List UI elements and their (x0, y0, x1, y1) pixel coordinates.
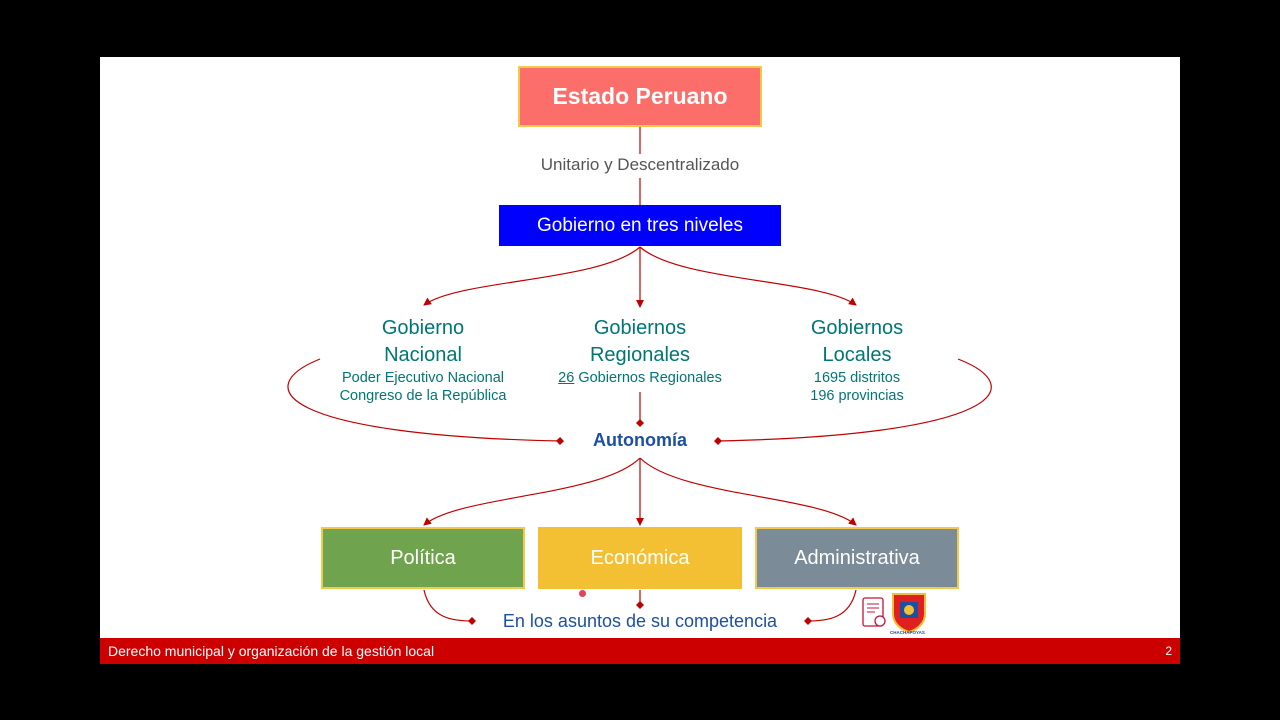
level-name-line2: Regionales (589, 344, 691, 366)
level-gobiernos-regionales: Gobiernos Regionales 26 Gobiernos Region… (520, 315, 760, 387)
level-detail-1: 1695 distritos (813, 370, 901, 386)
level-name-line2: Nacional (384, 344, 462, 366)
arrow-to-politica (423, 457, 641, 526)
scope-node: En los asuntos de su competencia (502, 611, 778, 631)
logo-caption: CHACHAPOYAS (890, 630, 925, 635)
footer-title: Derecho municipal y organización de la g… (108, 643, 435, 659)
level-name-line1: Gobiernos (810, 317, 904, 339)
arc-politica-scope (423, 589, 476, 625)
document-stamp-icon (862, 597, 886, 627)
dimension-politica: Política (321, 527, 525, 589)
arc-administrativa-scope (804, 589, 857, 625)
level-name-line1: Gobiernos (593, 317, 687, 339)
level-gobiernos-locales: Gobiernos Locales 1695 distritos 196 pro… (737, 315, 977, 405)
autonomy-node: Autonomía (593, 430, 687, 450)
level-detail-1: Poder Ejecutivo Nacional (341, 370, 504, 386)
state-characterization: Unitario y Descentralizado (540, 155, 740, 174)
page-number: 2 (1165, 644, 1172, 658)
arrow-to-nacional (423, 246, 641, 306)
level-detail-2: Congreso de la República (339, 388, 507, 404)
level-name-line1: Gobierno (381, 317, 465, 339)
level-detail-2: 196 provincias (810, 388, 904, 404)
laser-pointer-dot (579, 590, 586, 597)
regional-count-text: Gobiernos Regionales (574, 370, 722, 386)
municipal-crest-logo (892, 593, 926, 634)
arrow-to-locales (639, 246, 857, 306)
logos-group (862, 593, 926, 634)
dimension-economica: Económica (538, 527, 742, 589)
level-detail-1: 26 Gobiernos Regionales (520, 369, 760, 387)
regional-count-link[interactable]: 26 (558, 370, 575, 386)
arc-nacional-autonomy (287, 358, 564, 445)
arc-locales-autonomy (714, 358, 992, 445)
root-node-estado-peruano: Estado Peruano (518, 66, 762, 127)
dimension-administrativa: Administrativa (755, 527, 959, 589)
connector-diagram (287, 127, 992, 625)
levels-node: Gobierno en tres niveles (499, 205, 781, 246)
level-gobierno-nacional: Gobierno Nacional Poder Ejecutivo Nacion… (303, 315, 543, 405)
footer-bar: Derecho municipal y organización de la g… (100, 638, 1180, 664)
arrow-to-administrativa (639, 457, 857, 526)
slide: Estado Peruano Unitario y Descentralizad… (100, 57, 1180, 664)
level-name-line2: Locales (822, 344, 892, 366)
